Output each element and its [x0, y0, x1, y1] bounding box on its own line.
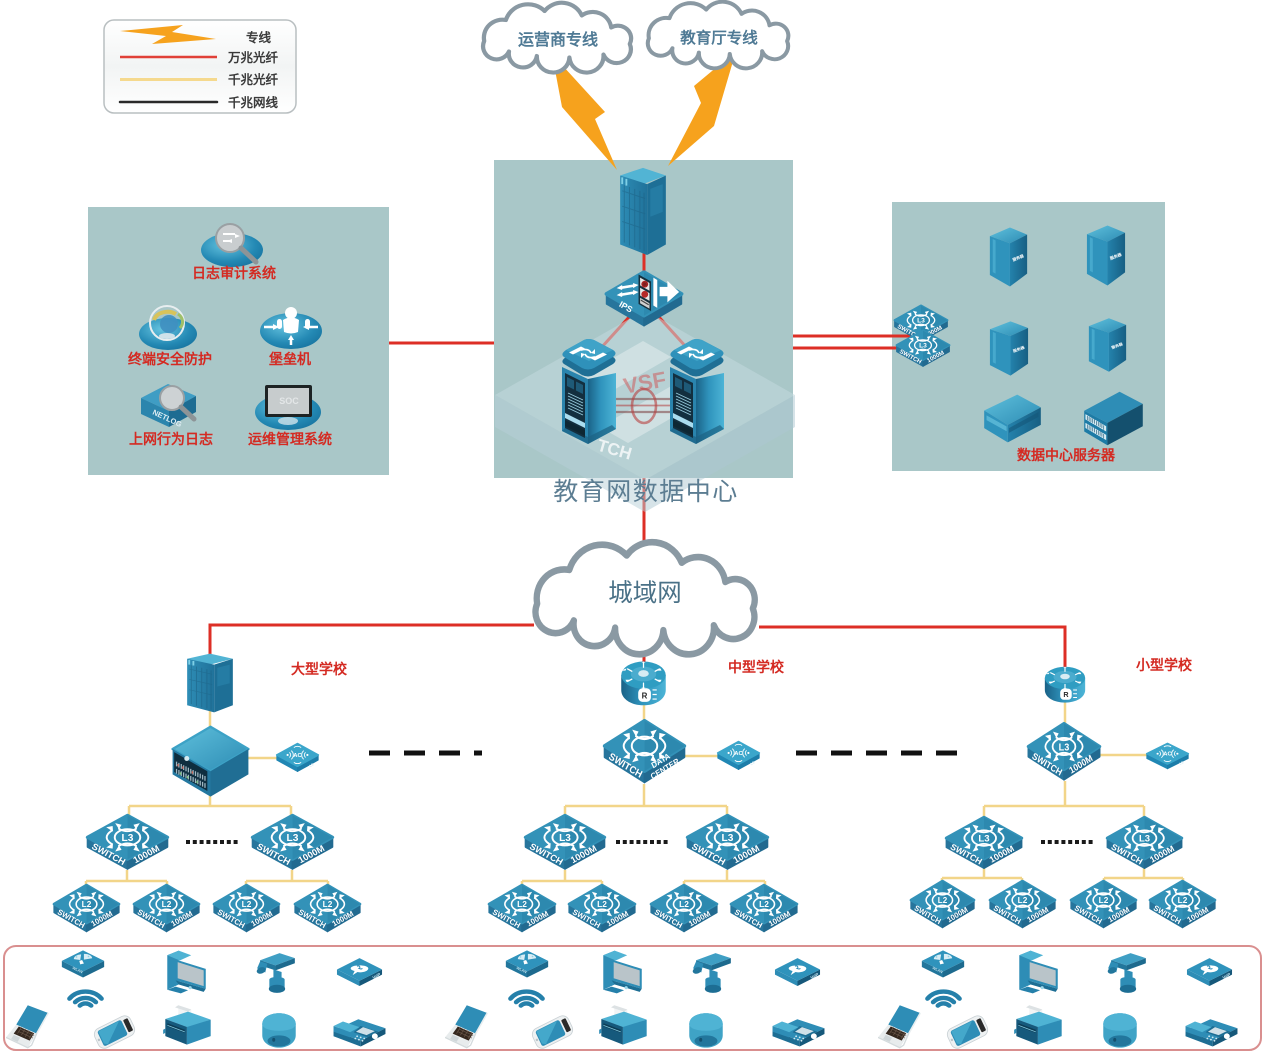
svg-text:教育厅专线: 教育厅专线 [680, 28, 758, 47]
svg-text:SOC: SOC [279, 396, 299, 406]
svg-text:数据中心服务器: 数据中心服务器 [1017, 447, 1116, 463]
svg-text:万兆光纤: 万兆光纤 [227, 50, 279, 65]
svg-text:小型学校: 小型学校 [1136, 657, 1193, 673]
svg-text:专线: 专线 [246, 30, 272, 45]
svg-text:上网行为日志: 上网行为日志 [129, 431, 213, 447]
svg-text:中型学校: 中型学校 [728, 659, 785, 675]
svg-text:运维管理系统: 运维管理系统 [248, 431, 332, 447]
svg-text:终端安全防护: 终端安全防护 [128, 351, 212, 367]
svg-text:日志审计系统: 日志审计系统 [192, 265, 276, 281]
svg-text:千兆光纤: 千兆光纤 [228, 72, 279, 87]
svg-text:城域网: 城域网 [608, 579, 682, 607]
svg-text:运营商专线: 运营商专线 [518, 30, 598, 49]
svg-text:千兆网线: 千兆网线 [228, 95, 279, 110]
svg-text:教育网数据中心: 教育网数据中心 [553, 478, 739, 506]
svg-text:大型学校: 大型学校 [291, 661, 348, 677]
svg-text:堡垒机: 堡垒机 [269, 351, 311, 367]
